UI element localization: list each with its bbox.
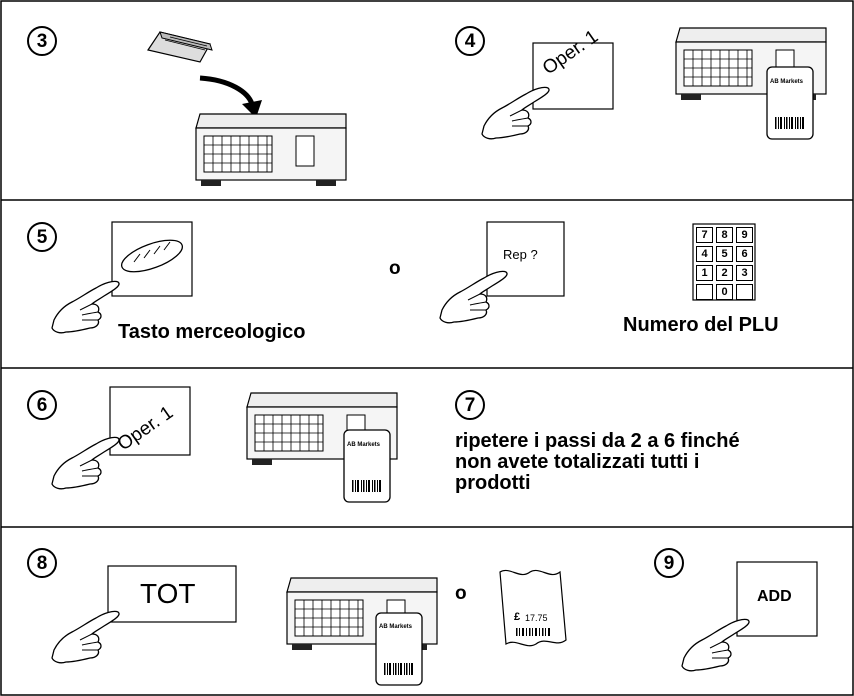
instruction-line: non avete totalizzati tutti i [455, 451, 700, 473]
caption-numero-plu: Numero del PLU [623, 314, 779, 336]
ticket-icon [343, 429, 391, 503]
keypad-key-6: 6 [736, 246, 753, 262]
instruction-line: prodotti [455, 472, 531, 494]
numeric-keypad-icon [692, 223, 756, 301]
ticket-label: AB Markets [770, 79, 804, 85]
bread-icon [121, 239, 183, 273]
rep-key-icon [486, 221, 565, 297]
step-number: 5 [27, 222, 57, 252]
keypad-key-blank [736, 284, 753, 300]
caption-tasto-merceologico: Tasto merceologico [118, 321, 306, 343]
add-key-label: ADD [757, 588, 792, 605]
or-label: o [455, 583, 467, 604]
hand-pointer-icon [51, 436, 120, 490]
receipt-amount: 17.75 [525, 613, 548, 623]
ticket-label: AB Markets [379, 624, 413, 630]
hand-pointer-icon [481, 86, 550, 140]
keypad-key-5: 5 [716, 246, 733, 262]
step-number: 4 [455, 26, 485, 56]
instruction-line: ripetere i passi da 2 a 6 finché [455, 430, 740, 452]
keypad-key-4: 4 [696, 246, 713, 262]
receipt-currency: £ [514, 611, 521, 623]
keypad-key-3: 3 [736, 265, 753, 281]
keypad-grid: 7 8 9 4 5 6 1 2 3 0 [696, 227, 754, 300]
scale-icon [195, 113, 347, 187]
ticket-label: AB Markets [347, 442, 381, 448]
tot-key-label: TOT [140, 578, 196, 609]
keypad-key-1: 1 [696, 265, 713, 281]
hand-pointer-icon [681, 618, 750, 672]
keypad-key-2: 2 [716, 265, 733, 281]
step-number: 3 [27, 26, 57, 56]
or-label: o [389, 258, 401, 279]
rep-key-label: Rep ? [503, 247, 538, 262]
label-roll-icon [147, 31, 213, 63]
keypad-key-0: 0 [716, 284, 733, 300]
keypad-key-7: 7 [696, 227, 713, 243]
oper-key-icon [532, 42, 614, 110]
add-key-icon [736, 561, 818, 637]
hand-pointer-icon [51, 610, 120, 664]
keypad-key-blank [696, 284, 713, 300]
receipt-icon [499, 569, 567, 647]
ticket-icon [766, 66, 814, 140]
keypad-key-9: 9 [736, 227, 753, 243]
tot-key-icon [107, 565, 237, 623]
keypad-key-8: 8 [716, 227, 733, 243]
instruction-text: ripetere i passi da 2 a 6 finché non ave… [455, 431, 740, 494]
hand-pointer-icon [439, 270, 508, 324]
arrow-down-right-icon [199, 75, 262, 118]
hand-pointer-icon [51, 280, 120, 334]
step-number: 6 [27, 390, 57, 420]
step-number: 7 [455, 390, 485, 420]
oper-key-icon [109, 386, 191, 456]
step-number: 8 [27, 548, 57, 578]
step-number: 9 [654, 548, 684, 578]
